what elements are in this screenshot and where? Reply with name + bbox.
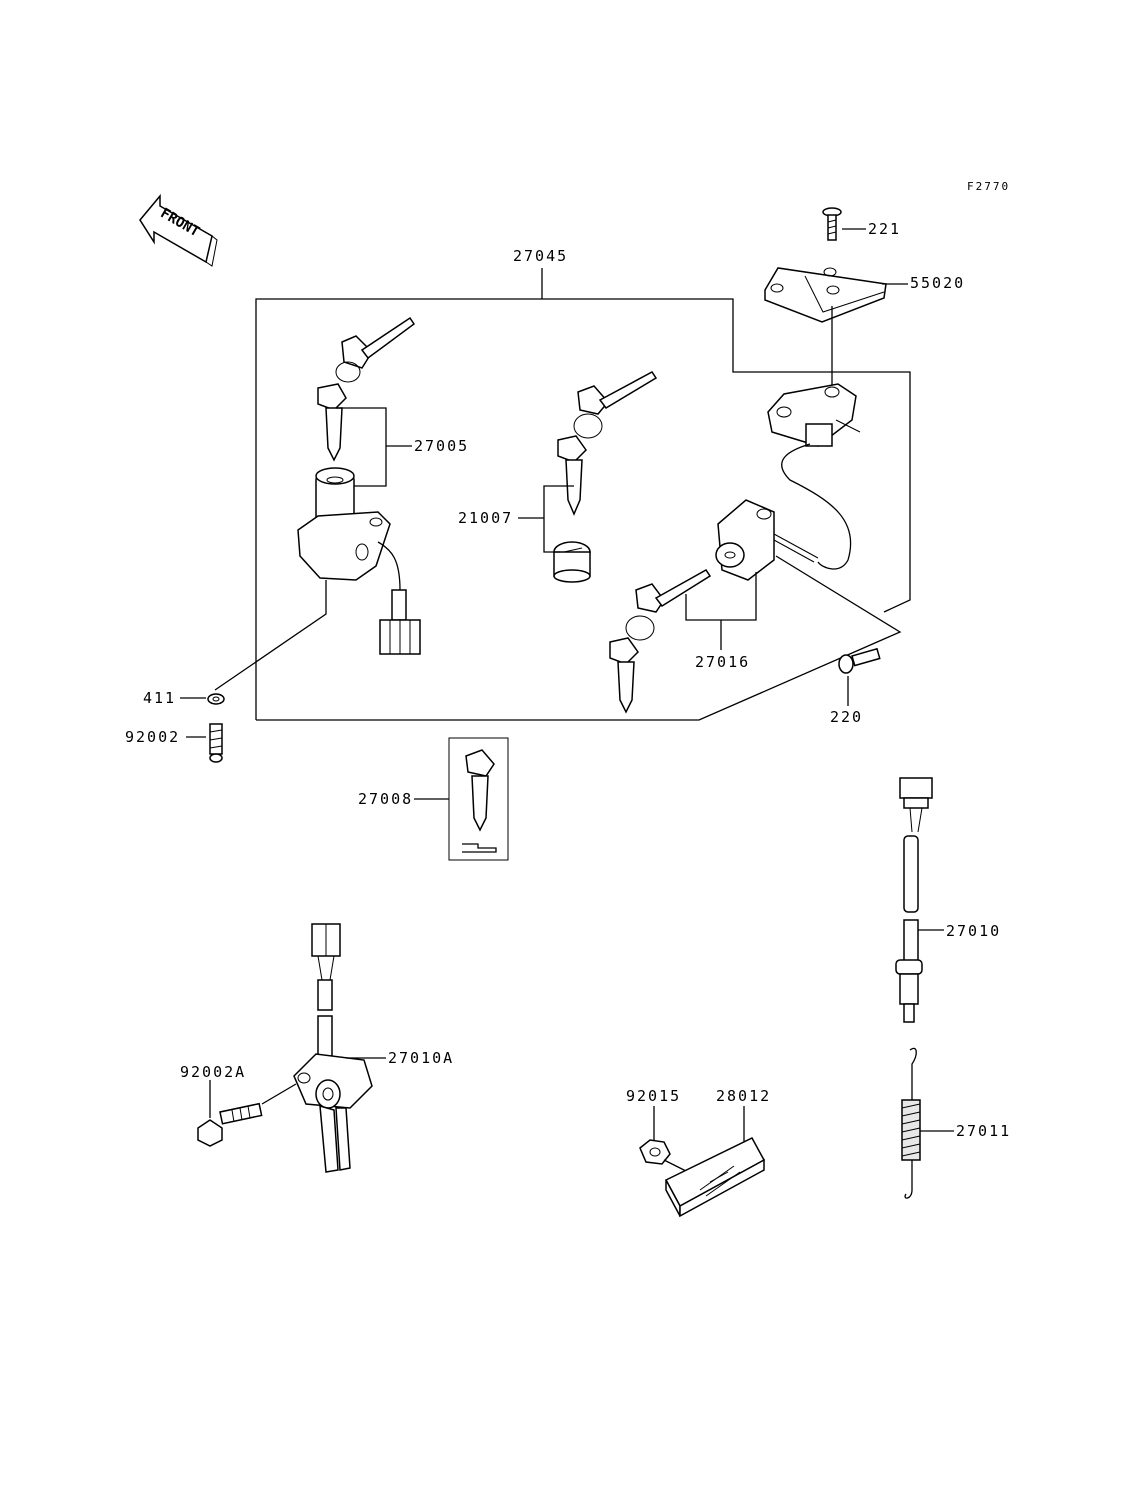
- label-411: 411: [143, 689, 176, 707]
- screw-220: 220: [830, 647, 881, 726]
- label-92002: 92002: [125, 728, 180, 746]
- label-92015: 92015: [626, 1087, 681, 1105]
- spring-27011: 27011: [901, 1047, 1011, 1199]
- key-blank-27008: 27008: [358, 737, 509, 861]
- screw-92002: 92002: [125, 723, 223, 763]
- ignition-switch-27005: [297, 467, 421, 655]
- label-27008: 27008: [358, 790, 413, 808]
- seat-lock-cylinder-27016: [715, 499, 819, 581]
- label-plate-28012: 28012: [664, 1087, 771, 1218]
- key-set-21007: [553, 371, 658, 583]
- label-27010: 27010: [946, 922, 1001, 940]
- label-27005: 27005: [414, 437, 469, 455]
- switch-27010A: 27010A: [261, 923, 454, 1173]
- label-21007: 21007: [458, 509, 513, 527]
- label-27010A: 27010A: [388, 1049, 454, 1067]
- screw-221: 221: [822, 207, 901, 241]
- label-27016: 27016: [695, 653, 750, 671]
- nut-92015: 92015: [626, 1087, 689, 1173]
- label-27045: 27045: [513, 247, 568, 265]
- diagram-code: F2770: [967, 180, 1010, 193]
- label-55020: 55020: [910, 274, 965, 292]
- assembly-bracket-27045: 27045: [255, 247, 911, 721]
- seat-lock-latch: [767, 383, 861, 570]
- label-28012: 28012: [716, 1087, 771, 1105]
- front-arrow-icon: FRONT: [139, 193, 218, 267]
- label-221: 221: [868, 220, 901, 238]
- bolt-92002A: 92002A: [180, 1063, 263, 1147]
- switch-27010: 27010: [895, 777, 1001, 1023]
- bracket-plate-55020: 55020: [764, 267, 965, 390]
- key-set-27016: [609, 569, 712, 714]
- label-220: 220: [830, 708, 863, 726]
- key-set-27005: [317, 316, 416, 462]
- label-27011: 27011: [956, 1122, 1011, 1140]
- label-92002A: 92002A: [180, 1063, 246, 1081]
- washer-411: 411: [143, 689, 225, 707]
